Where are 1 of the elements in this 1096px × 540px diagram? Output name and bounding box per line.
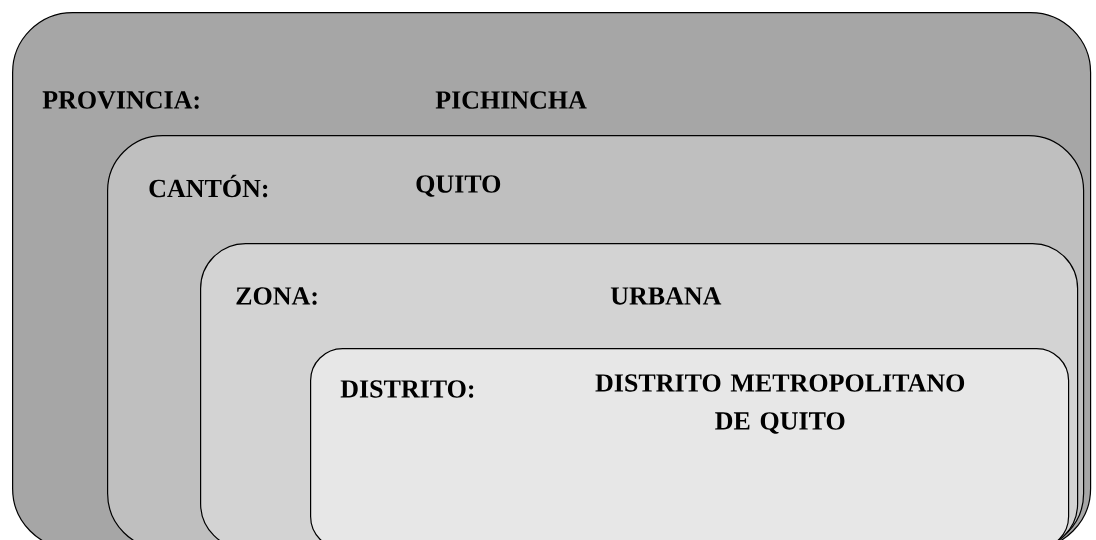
nested-box: DISTRITO: DISTRITO METROPOLITANO DE QUITO bbox=[310, 348, 1070, 540]
